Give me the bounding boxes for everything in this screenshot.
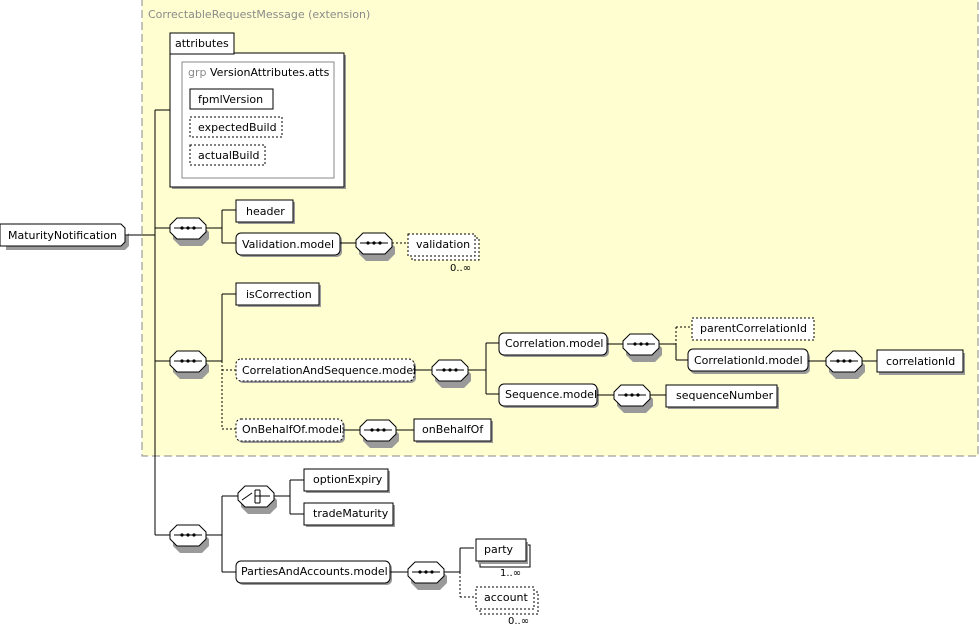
validation-cardinality: 0..∞: [450, 263, 471, 274]
correlation-and-sequence-model-label: CorrelationAndSequence.model: [242, 364, 416, 377]
sequence-compositor[interactable]: [169, 350, 209, 379]
sequence-model-label: Sequence.model: [505, 388, 597, 401]
parent-correlation-id-label: parentCorrelationId: [700, 322, 807, 335]
header-label: header: [246, 205, 285, 218]
correlation-id-model-label: CorrelationId.model: [694, 354, 803, 367]
correlation-model-label: Correlation.model: [505, 337, 603, 350]
validation-model-group[interactable]: [235, 232, 341, 256]
trade-maturity-element[interactable]: [303, 502, 394, 526]
parties-and-accounts-model-label: PartiesAndAccounts.model: [241, 565, 388, 578]
choice-compositor[interactable]: [237, 485, 277, 514]
attribute-group-name: VersionAttributes.atts: [210, 66, 330, 79]
on-behalf-of-model-group[interactable]: [235, 418, 344, 442]
on-behalf-of-model-label: OnBehalfOf.model: [242, 423, 342, 436]
parent-correlation-id-element[interactable]: [691, 317, 815, 341]
iscorrection-element[interactable]: [235, 282, 320, 306]
option-expiry-element[interactable]: [303, 468, 389, 492]
sequence-compositor[interactable]: [169, 217, 209, 246]
sequence-compositor[interactable]: [431, 359, 471, 388]
validation-model-label: Validation.model: [242, 238, 334, 251]
attribute-actualbuild-label: actualBuild: [198, 149, 259, 162]
sequence-number-element[interactable]: [665, 384, 778, 408]
correlation-id-label: correlationId: [886, 355, 955, 368]
on-behalf-of-label: onBehalfOf: [422, 423, 484, 436]
attribute-group-prefix: grp: [188, 66, 207, 79]
party-element[interactable]: [475, 538, 527, 562]
attribute-expectedbuild[interactable]: [189, 116, 283, 138]
iscorrection-label: isCorrection: [246, 288, 312, 301]
attribute-actualbuild[interactable]: [189, 144, 266, 166]
extension-label: CorrectableRequestMessage (extension): [148, 8, 370, 21]
account-element[interactable]: [475, 586, 535, 610]
party-cardinality: 1..∞: [500, 568, 521, 579]
correlation-id-element[interactable]: [876, 349, 964, 373]
attribute-fpmlversion[interactable]: [189, 88, 274, 110]
root-element-label: MaturityNotification: [8, 229, 117, 242]
correlation-id-model-group[interactable]: [687, 348, 809, 372]
sequence-compositor[interactable]: [407, 561, 447, 590]
sequence-number-label: sequenceNumber: [676, 389, 774, 402]
on-behalf-of-element[interactable]: [413, 418, 492, 442]
attribute-expectedbuild-label: expectedBuild: [198, 121, 277, 134]
sequence-compositor[interactable]: [825, 350, 865, 379]
header-element[interactable]: [235, 199, 294, 223]
party-label: party: [484, 543, 514, 556]
sequence-compositor[interactable]: [622, 333, 662, 362]
sequence-compositor[interactable]: [613, 384, 653, 413]
attributes-tab[interactable]: [169, 32, 235, 55]
account-label: account: [484, 591, 529, 604]
attributes-tab-label: attributes: [175, 37, 229, 50]
account-cardinality: 0..∞: [508, 616, 529, 625]
sequence-compositor[interactable]: [359, 419, 399, 448]
option-expiry-label: optionExpiry: [313, 473, 383, 486]
trade-maturity-label: tradeMaturity: [313, 507, 389, 520]
validation-element[interactable]: [407, 233, 476, 257]
sequence-compositor[interactable]: [169, 524, 209, 553]
sequence-compositor[interactable]: [355, 232, 395, 261]
validation-label: validation: [416, 238, 470, 251]
attribute-fpmlversion-label: fpmlVersion: [198, 93, 263, 106]
